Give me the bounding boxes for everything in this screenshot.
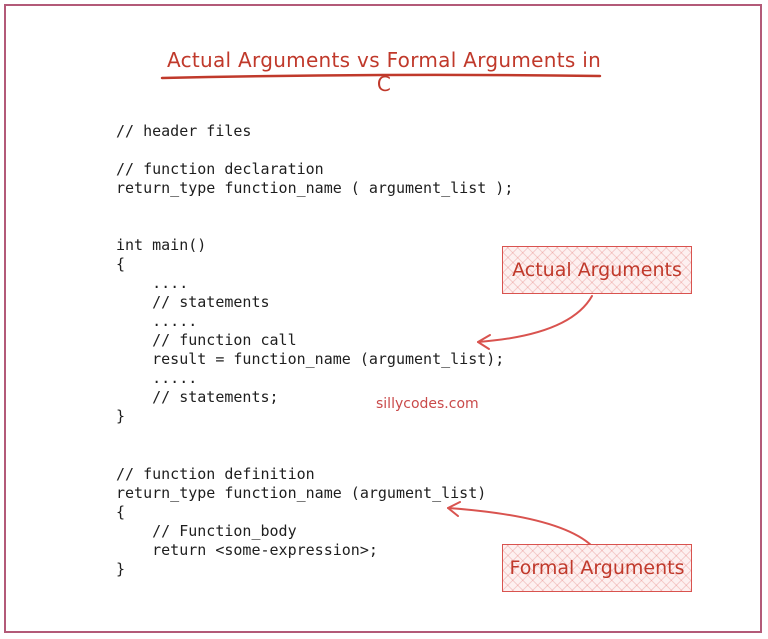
diagram-title: Actual Arguments vs Formal Arguments in …	[166, 48, 602, 96]
formal-arguments-label: Formal Arguments	[509, 557, 685, 579]
code-line: int main()	[116, 236, 207, 254]
code-line: ....	[116, 274, 189, 292]
code-line: return_type function_name (argument_list…	[116, 484, 487, 502]
actual-arguments-arrow	[477, 295, 593, 343]
title-underline	[160, 73, 602, 80]
code-line: .....	[116, 312, 198, 330]
code-line: result = function_name (argument_list);	[116, 350, 505, 368]
code-line: {	[116, 255, 126, 273]
code-line: // function declaration	[116, 160, 324, 178]
code-line: // function call	[116, 331, 297, 349]
watermark: sillycodes.com	[376, 396, 479, 412]
actual-arguments-callout: Actual Arguments	[502, 246, 692, 294]
code-line: // header files	[116, 122, 252, 140]
diagram-frame	[4, 4, 762, 633]
code-line: // statements	[116, 293, 270, 311]
formal-arguments-arrowhead	[447, 501, 461, 517]
code-line: }	[116, 560, 126, 578]
code-line: }	[116, 407, 126, 425]
code-line: // Function_body	[116, 522, 297, 540]
code-line: return <some-expression>;	[116, 541, 378, 559]
actual-arguments-arrowhead	[477, 334, 491, 350]
code-line: // function definition	[116, 465, 315, 483]
code-line: {	[116, 503, 126, 521]
code-line: return_type function_name ( argument_lis…	[116, 179, 514, 197]
code-line: .....	[116, 369, 198, 387]
formal-arguments-callout: Formal Arguments	[502, 544, 692, 592]
formal-arguments-arrow	[447, 507, 593, 547]
code-line: // statements;	[116, 388, 279, 406]
actual-arguments-label: Actual Arguments	[512, 259, 682, 281]
